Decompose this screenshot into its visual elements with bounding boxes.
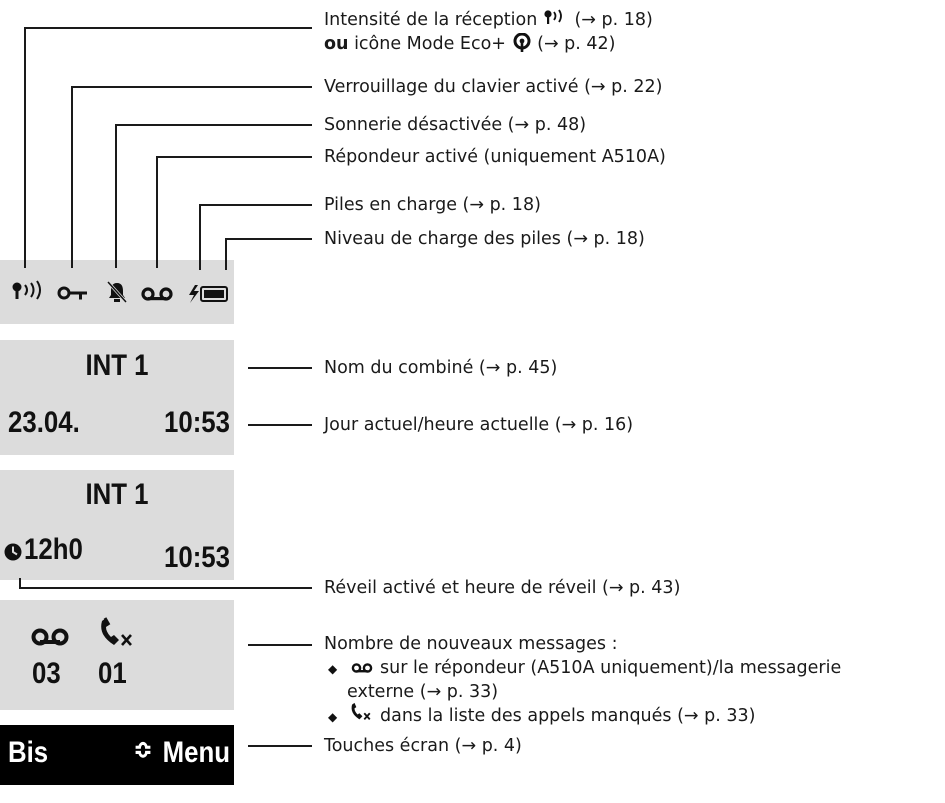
alarm-display-panel xyxy=(0,470,234,580)
leader-answering xyxy=(156,156,312,268)
leader-reception xyxy=(24,27,312,268)
voicemail-icon xyxy=(31,628,69,646)
messages-item1-line1: sur le répondeur (A510A uniquement)/la m… xyxy=(380,658,842,678)
handset-name-label: Nom du combiné (→ p. 45) xyxy=(324,358,558,378)
signal-strength-icon xyxy=(544,9,562,24)
current-time: 10:53 xyxy=(164,406,230,439)
alarm-label: Réveil activé et heure de réveil (→ p. 4… xyxy=(324,578,681,598)
alarm-clock-icon xyxy=(4,543,22,561)
eco-mode-icon xyxy=(513,32,531,52)
answering-machine-icon xyxy=(141,287,173,301)
voicemail-icon xyxy=(351,663,373,673)
missed-call-icon xyxy=(351,702,371,720)
voicemail-count: 03 xyxy=(32,657,61,690)
leader-alarm xyxy=(19,578,312,589)
leader-ringer xyxy=(115,124,312,268)
softkeys-label: Touches écran (→ p. 4) xyxy=(324,736,522,756)
battery-level-label: Niveau de charge des piles (→ p. 18) xyxy=(324,229,645,249)
reception-label: Intensité de la réception (→ p. 18) xyxy=(324,9,653,30)
answering-machine-label: Répondeur activé (uniquement A510A) xyxy=(324,147,666,167)
charging-label: Piles en charge (→ p. 18) xyxy=(324,195,541,215)
alarm-handset-name: INT 1 xyxy=(85,478,149,511)
messages-item2: dans la liste des appels manqués (→ p. 3… xyxy=(380,706,756,726)
softkey-navigation-icon[interactable]: ≎ xyxy=(133,734,153,764)
messages-item1-line2: externe (→ p. 33) xyxy=(347,682,499,702)
idle-display-panel xyxy=(0,340,234,455)
handset-name: INT 1 xyxy=(85,349,149,382)
bullet-icon: ◆ xyxy=(328,710,338,724)
ringer-off-icon xyxy=(106,280,128,304)
key-lock-icon xyxy=(57,286,87,300)
messages-display-panel xyxy=(0,600,234,710)
signal-strength-icon xyxy=(12,280,41,300)
ringer-off-label: Sonnerie désactivée (→ p. 48) xyxy=(324,115,587,135)
keylock-label: Verrouillage du clavier activé (→ p. 22) xyxy=(324,77,663,97)
alarm-time: 12h0 xyxy=(24,533,83,566)
messages-title: Nombre de nouveaux messages : xyxy=(324,634,618,654)
eco-mode-label: ou icône Mode Eco+ (→ p. 42) xyxy=(324,32,616,54)
leader-battery xyxy=(225,238,312,270)
alarm-current-time: 10:53 xyxy=(164,541,230,574)
missed-call-count: 01 xyxy=(98,657,127,690)
softkey-left[interactable]: Bis xyxy=(8,736,49,769)
softkey-bar-panel xyxy=(0,725,234,785)
missed-call-icon xyxy=(101,617,132,646)
charging-battery-icon xyxy=(189,285,228,303)
current-date: 23.04. xyxy=(8,406,80,439)
leader-charging xyxy=(199,204,312,270)
bullet-icon: ◆ xyxy=(328,662,338,676)
softkey-right[interactable]: Menu xyxy=(162,736,230,769)
leader-keylock xyxy=(71,86,312,268)
date-time-label: Jour actuel/heure actuelle (→ p. 16) xyxy=(324,415,634,435)
